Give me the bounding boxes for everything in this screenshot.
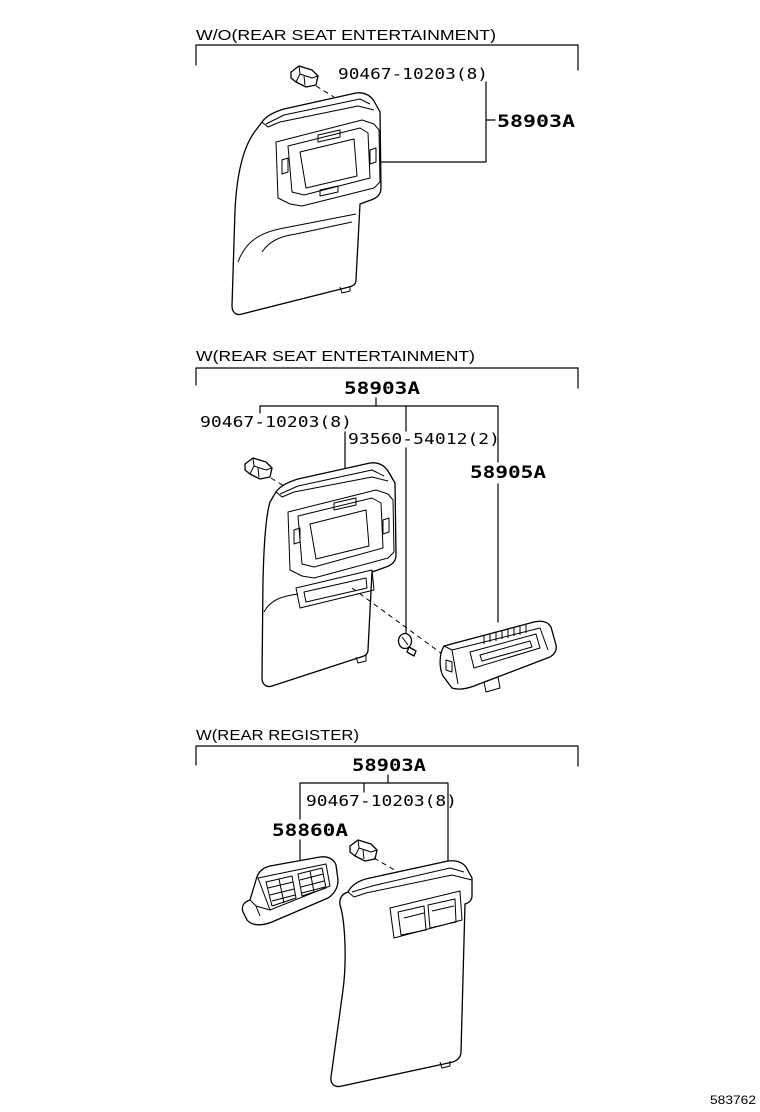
section-bracket [195,367,579,389]
leader-lines [259,397,499,634]
rear-seat-entertainment-register-drawing [439,620,557,693]
section-bracket [195,745,579,767]
assembly-part-number: 58903A [497,112,575,132]
screw-drawing [397,632,417,657]
assembly-part-number: 58903A [352,756,426,776]
clip-dashed-line [373,857,399,873]
register-part-number: 58860A [272,821,348,841]
screw-part-number: 93560-54012(2) [348,430,500,448]
console-panel-drawing [261,462,397,688]
clip-part-number: 90467-10203(8) [306,792,457,810]
assembly-part-number: 58903A [344,379,420,399]
section-with-rear-seat-entertainment: W(REAR SEAT ENTERTAINMENT) 58903A 90467-… [195,348,579,693]
leader-lines [299,774,449,868]
rear-register-drawing [241,856,339,926]
clip-part-number: 90467-10203(8) [200,413,352,431]
clip-drawing [349,839,378,862]
register-part-number: 58905A [470,463,546,483]
console-panel-drawing [231,92,382,316]
section-with-rear-register: W(REAR REGISTER) 58903A 90467-10203(8) 5… [195,727,579,1088]
section-bracket [195,44,579,71]
console-panel-drawing [330,860,473,1088]
leader-lines [380,81,496,163]
clip-drawing [244,457,273,480]
section-title: W(REAR REGISTER) [196,727,359,744]
clip-dashed-line [270,477,285,487]
register-dashed-line [351,587,446,657]
clip-drawing [290,65,319,88]
clip-part-number: 90467-10203(8) [338,65,488,83]
section-without-rear-seat-entertainment: W/O(REAR SEAT ENTERTAINMENT) 90467-10203… [195,27,579,316]
section-title: W/O(REAR SEAT ENTERTAINMENT) [196,27,496,44]
assembly-dashed-line [315,85,335,98]
section-title: W(REAR SEAT ENTERTAINMENT) [196,348,475,365]
figure-number: 583762 [710,1093,756,1107]
